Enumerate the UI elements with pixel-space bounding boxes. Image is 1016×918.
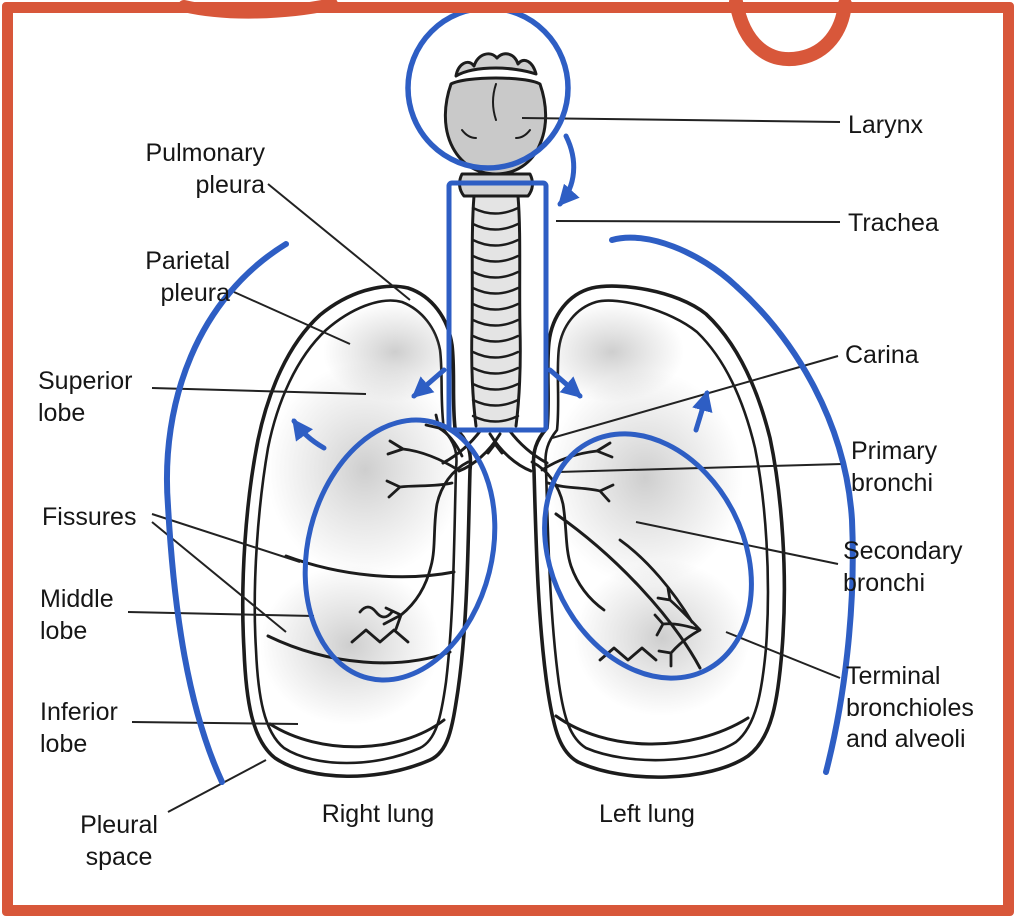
larynx-drawing — [443, 52, 548, 198]
leader-parietal-pleura — [233, 291, 351, 345]
label-pulmonary-pleura: Pulmonary pleura — [145, 139, 266, 199]
left-lung-base-line — [554, 714, 750, 746]
larynx-thyroid-cartilage — [443, 76, 548, 176]
leader-fissures-2 — [151, 521, 287, 633]
leader-middle-lobe — [127, 611, 315, 617]
annotation-arrow-larynx-to-trachea — [557, 133, 580, 207]
trachea-drawing — [470, 192, 522, 428]
annotation-arrow-right-bronchus — [411, 367, 447, 399]
leader-fissures-1 — [151, 513, 301, 563]
larynx-median-ridge — [461, 83, 531, 139]
primary-bronchi-tubes — [441, 428, 549, 473]
label-primary-bronchi: Primary bronchi — [851, 437, 938, 497]
left-lung-oblique-fissure — [554, 512, 702, 670]
annotation-oval-right-tree — [302, 417, 498, 683]
leader-larynx — [521, 117, 841, 123]
leader-pulmonary-pleura — [267, 183, 411, 301]
leader-superior-lobe — [151, 387, 367, 395]
annotation-oval-left-tree — [542, 431, 754, 681]
blue-annotations — [164, 5, 856, 785]
annotation-arrow-up-right-lung — [291, 418, 327, 451]
right-lung-oblique-fissure — [266, 634, 452, 665]
label-carina: Carina — [845, 341, 919, 369]
label-right-lung: Right lung — [321, 800, 435, 828]
larynx-hyoid — [454, 52, 538, 78]
annotation-brace-right-lung — [164, 241, 289, 785]
line-art — [240, 52, 787, 779]
label-inferior-lobe: Inferior lobe — [40, 698, 118, 758]
label-fissures: Fissures — [42, 503, 137, 531]
label-superior-lobe: Superior lobe — [38, 367, 133, 427]
annotation-brace-left-lung — [609, 234, 856, 775]
label-larynx: Larynx — [848, 111, 924, 139]
right-lung-shading — [260, 302, 457, 725]
label-left-lung: Left lung — [599, 800, 695, 828]
trachea-cartilage-rings — [471, 206, 520, 423]
right-lung-base-line — [268, 718, 446, 749]
label-middle-lobe: Middle lobe — [40, 585, 114, 645]
leader-pleural-space — [167, 759, 267, 813]
leader-terminal-bronchioles — [725, 631, 841, 679]
annotation-arrow-left-bronchus — [547, 367, 583, 399]
label-pleural-space: Pleural space — [80, 811, 158, 871]
label-terminal-bronchioles: Terminal bronchioles and alveoli — [846, 662, 974, 753]
left-lung-shading — [545, 302, 750, 716]
annotation-rect-trachea — [446, 180, 549, 433]
leader-lines — [127, 117, 843, 813]
left-lung-surface-outline — [544, 299, 770, 762]
annotation-arrow-up-left-lung — [692, 389, 713, 433]
label-parietal-pleura: Parietal pleura — [145, 247, 230, 307]
left-bronchial-tree — [530, 441, 702, 668]
leader-inferior-lobe — [131, 721, 299, 725]
label-secondary-bronchi: Secondary bronchi — [843, 537, 963, 597]
label-trachea: Trachea — [848, 209, 939, 237]
leader-trachea — [555, 220, 841, 223]
leader-secondary-bronchi — [635, 521, 839, 565]
